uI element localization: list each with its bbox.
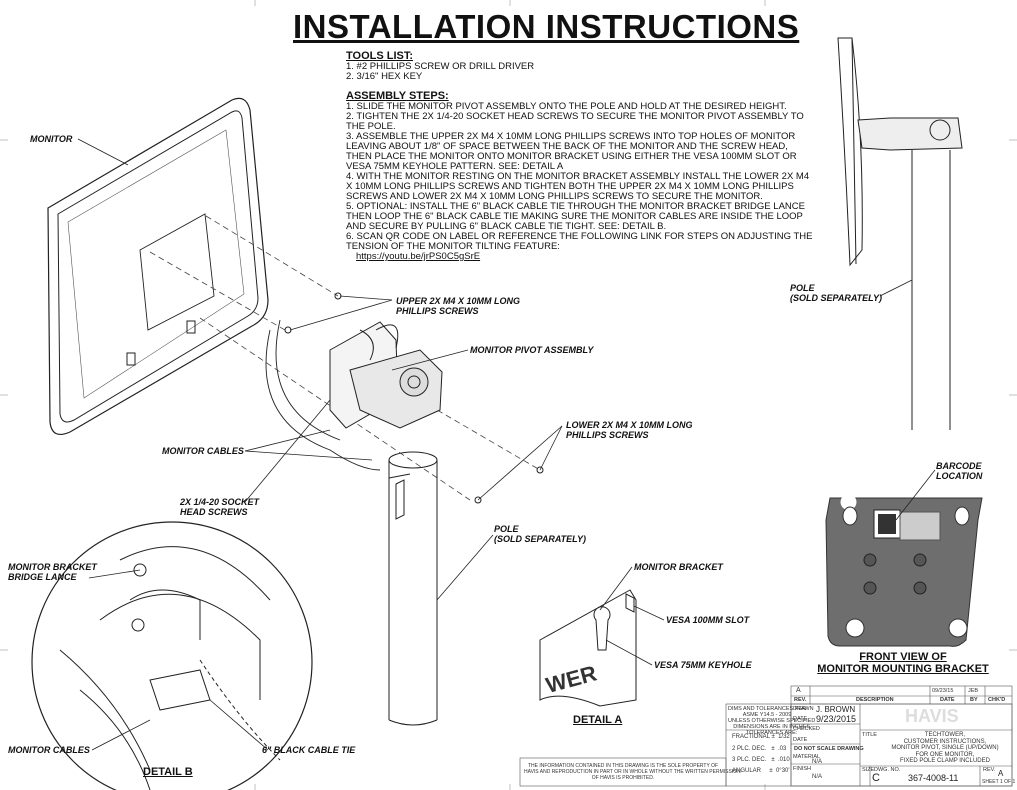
finish-label: FINISH bbox=[793, 766, 812, 772]
callout-pivot-assembly: MONITOR PIVOT ASSEMBLY bbox=[470, 345, 594, 355]
assembly-step: 6. SCAN QR CODE ON LABEL OR REFERENCE TH… bbox=[346, 231, 813, 252]
sheet-number: SHEET 1 OF 1 bbox=[982, 779, 1016, 785]
tool-item: 2. 3/16" HEX KEY bbox=[346, 71, 423, 82]
callout-cable-tie: 6" BLACK CABLE TIE bbox=[262, 745, 356, 755]
rev-by: JEB bbox=[968, 688, 979, 694]
assembly-step: 1. SLIDE THE MONITOR PIVOT ASSEMBLY ONTO… bbox=[346, 101, 787, 112]
callout-vesa-100: VESA 100MM SLOT bbox=[666, 615, 750, 625]
svg-text:WER: WER bbox=[543, 660, 599, 697]
rev-letter: A bbox=[796, 687, 801, 694]
proprietary-note: THE INFORMATION CONTAINED IN THIS DRAWIN… bbox=[524, 763, 741, 781]
tol-fractional: FRACTIONAL ± 1/32 bbox=[732, 734, 790, 740]
size-label: SIZE bbox=[862, 767, 875, 773]
rev-date: 09/23/15 bbox=[932, 688, 954, 694]
callout-upper-screws: UPPER 2X M4 X 10MM LONG PHILLIPS SCREWS bbox=[396, 296, 521, 316]
date-value: 9/23/2015 bbox=[816, 714, 857, 724]
front-bracket-drawing bbox=[825, 494, 983, 647]
tools-section: TOOLS LIST: 1. #2 PHILLIPS SCREW OR DRIL… bbox=[346, 50, 534, 82]
assembly-step: 3. ASSEMBLE THE UPPER 2X M4 X 10MM LONG … bbox=[346, 131, 797, 172]
date-label: DATE bbox=[793, 716, 808, 722]
detail-a-label: DETAIL A bbox=[573, 714, 623, 726]
pivot-assembly-drawing bbox=[329, 321, 443, 429]
title-value: TECHTOWER, CUSTOMER INSTRUCTIONS, MONITO… bbox=[891, 732, 999, 764]
side-view-drawing bbox=[837, 37, 963, 430]
do-not-scale: DO NOT SCALE DRAWING bbox=[794, 746, 864, 752]
tool-item: 1. #2 PHILLIPS SCREW OR DRILL DRIVER bbox=[346, 61, 535, 72]
material-label: MATERIAL bbox=[793, 754, 821, 760]
assembly-heading: ASSEMBLY STEPS: bbox=[346, 90, 449, 102]
tools-heading: TOOLS LIST: bbox=[346, 50, 414, 62]
rev-value: A bbox=[998, 769, 1004, 778]
detail-b-drawing bbox=[31, 521, 313, 790]
callout-monitor: MONITOR bbox=[30, 134, 73, 144]
callout-pole: POLE (SOLD SEPARATELY) bbox=[494, 524, 586, 544]
page-title: INSTALLATION INSTRUCTIONS bbox=[293, 8, 800, 45]
date2-label: DATE bbox=[793, 737, 808, 743]
desc-head: DESCRIPTION bbox=[856, 697, 894, 703]
detail-b-label: DETAIL B bbox=[143, 766, 193, 778]
assembly-steps: 1. SLIDE THE MONITOR PIVOT ASSEMBLY ONTO… bbox=[346, 102, 816, 262]
rev-head: REV. bbox=[794, 697, 807, 703]
rev-label: REV. bbox=[983, 767, 996, 773]
callout-monitor-cables-b: MONITOR CABLES bbox=[8, 745, 90, 755]
callout-vesa-75: VESA 75MM KEYHOLE bbox=[654, 660, 752, 670]
drawn-label: DRAWN bbox=[793, 706, 814, 712]
assembly-step: 2. TIGHTEN THE 2X 1/4-20 SOCKET HEAD SCR… bbox=[346, 111, 804, 132]
date-head: DATE bbox=[940, 697, 955, 703]
callout-lower-screws: LOWER 2X M4 X 10MM LONG PHILLIPS SCREWS bbox=[566, 420, 693, 440]
checked-label: CHECKED bbox=[793, 726, 820, 732]
title-block-grid bbox=[519, 685, 1013, 787]
by-head: BY bbox=[970, 697, 978, 703]
tol-angular: ANGULAR ± 0°30' bbox=[732, 768, 790, 774]
cable-lines bbox=[265, 319, 381, 471]
unless-note: UNLESS OTHERWISE SPECIFIED DIMENSIONS AR… bbox=[728, 718, 816, 736]
tol-3plc: 3 PLC. DEC. ± .010 bbox=[732, 757, 790, 763]
monitor-drawing bbox=[47, 97, 269, 435]
finish-value: N/A bbox=[812, 774, 823, 780]
front-view-label: FRONT VIEW OF MONITOR MOUNTING BRACKET bbox=[817, 651, 989, 675]
title-label: TITLE bbox=[862, 732, 877, 738]
callout-monitor-bracket: MONITOR BRACKET bbox=[634, 562, 723, 572]
size-value: C bbox=[872, 772, 880, 784]
callout-socket-screws: 2X 1/4-20 SOCKET HEAD SCREWS bbox=[180, 497, 260, 517]
pole-drawing bbox=[388, 451, 438, 726]
callout-bridge-lance: MONITOR BRACKET BRIDGE LANCE bbox=[8, 562, 97, 582]
chkd-head: CHK'D bbox=[988, 697, 1006, 703]
callout-monitor-cables: MONITOR CABLES bbox=[162, 446, 244, 456]
dwg-label: DWG. NO. bbox=[874, 767, 901, 773]
dims-note: DIMS AND TOLERANCES PER ASME Y14.5 - 200… bbox=[728, 706, 807, 718]
callout-barcode: BARCODE LOCATION bbox=[936, 461, 983, 481]
drawn-by: J. BROWN bbox=[816, 705, 856, 714]
brand-watermark: HAVIS bbox=[905, 706, 959, 726]
video-link[interactable]: https://youtu.be/jrPS0C5gSrE bbox=[356, 251, 481, 262]
tol-2plc: 2 PLC. DEC. ± .03 bbox=[732, 746, 787, 752]
leader-lines bbox=[77, 138, 936, 751]
dwg-value: 367-4008-11 bbox=[908, 773, 959, 783]
detail-a-drawing: WER bbox=[539, 589, 637, 707]
callout-pole-side: POLE (SOLD SEPARATELY) bbox=[790, 283, 882, 303]
assembly-step: 4. WITH THE MONITOR RESTING ON THE MONIT… bbox=[346, 171, 810, 202]
material-value: N/A bbox=[812, 759, 823, 765]
assembly-step: 5. OPTIONAL: INSTALL THE 6" BLACK CABLE … bbox=[346, 201, 805, 232]
